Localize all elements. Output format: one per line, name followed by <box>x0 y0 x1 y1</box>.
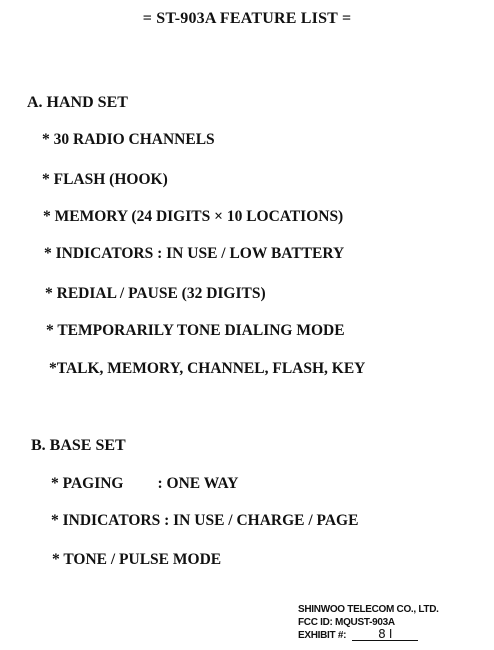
exhibit-line: EXHIBIT #: 8 I <box>298 628 439 642</box>
company-name: SHINWOO TELECOM CO., LTD. <box>298 604 439 615</box>
section-b-heading: B. BASE SET <box>31 437 126 454</box>
fcc-id: FCC ID: MQUST-903A <box>298 617 395 628</box>
base-set-feature-2: * TONE / PULSE MODE <box>52 551 222 568</box>
hand-set-feature-4: * INDICATORS : IN USE / LOW BATTERY <box>44 245 345 262</box>
hand-set-feature-2: * FLASH (HOOK) <box>42 171 168 188</box>
footer-block: SHINWOO TELECOM CO., LTD. FCC ID: MQUST-… <box>298 603 439 642</box>
hand-set-feature-7: *TALK, MEMORY, CHANNEL, FLASH, KEY <box>49 360 366 377</box>
hand-set-feature-6: * TEMPORARILY TONE DIALING MODE <box>46 322 345 339</box>
base-set-feature-1: * INDICATORS : IN USE / CHARGE / PAGE <box>51 512 359 529</box>
hand-set-feature-3: * MEMORY (24 DIGITS × 10 LOCATIONS) <box>43 208 344 225</box>
hand-set-feature-5: * REDIAL / PAUSE (32 DIGITS) <box>45 285 266 302</box>
hand-set-feature-1: * 30 RADIO CHANNELS <box>42 131 215 148</box>
exhibit-label: EXHIBIT #: <box>298 630 347 641</box>
document-title: = ST-903A FEATURE LIST = <box>142 10 352 27</box>
section-a-heading: A. HAND SET <box>27 94 128 111</box>
paging-label: * PAGING <box>51 475 124 492</box>
exhibit-number: 8 I <box>352 628 419 641</box>
paging-value: : ONE WAY <box>157 475 239 492</box>
base-set-paging: * PAGING : ONE WAY <box>51 475 238 493</box>
